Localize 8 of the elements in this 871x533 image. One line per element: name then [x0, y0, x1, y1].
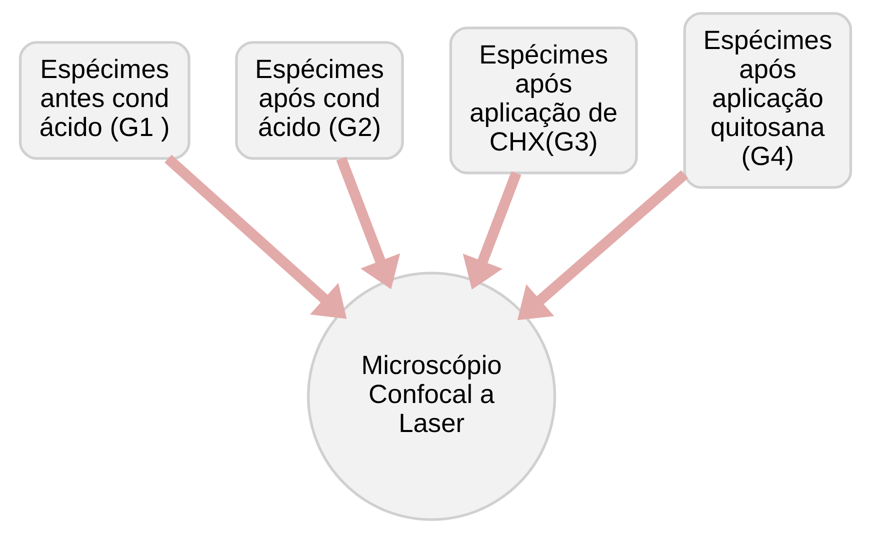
arrow: [164, 154, 347, 319]
node-box: Espécimes após aplicação quitosana (G4): [683, 12, 852, 189]
node-box: Espécimes antes cond ácido (G1 ): [18, 41, 190, 160]
arrow: [336, 156, 400, 290]
node-box: Espécimes após aplicação de CHX(G3): [449, 26, 638, 174]
node-box: Espécimes após cond ácido (G2): [235, 41, 404, 160]
arrow: [517, 170, 688, 320]
arrow: [462, 171, 522, 290]
